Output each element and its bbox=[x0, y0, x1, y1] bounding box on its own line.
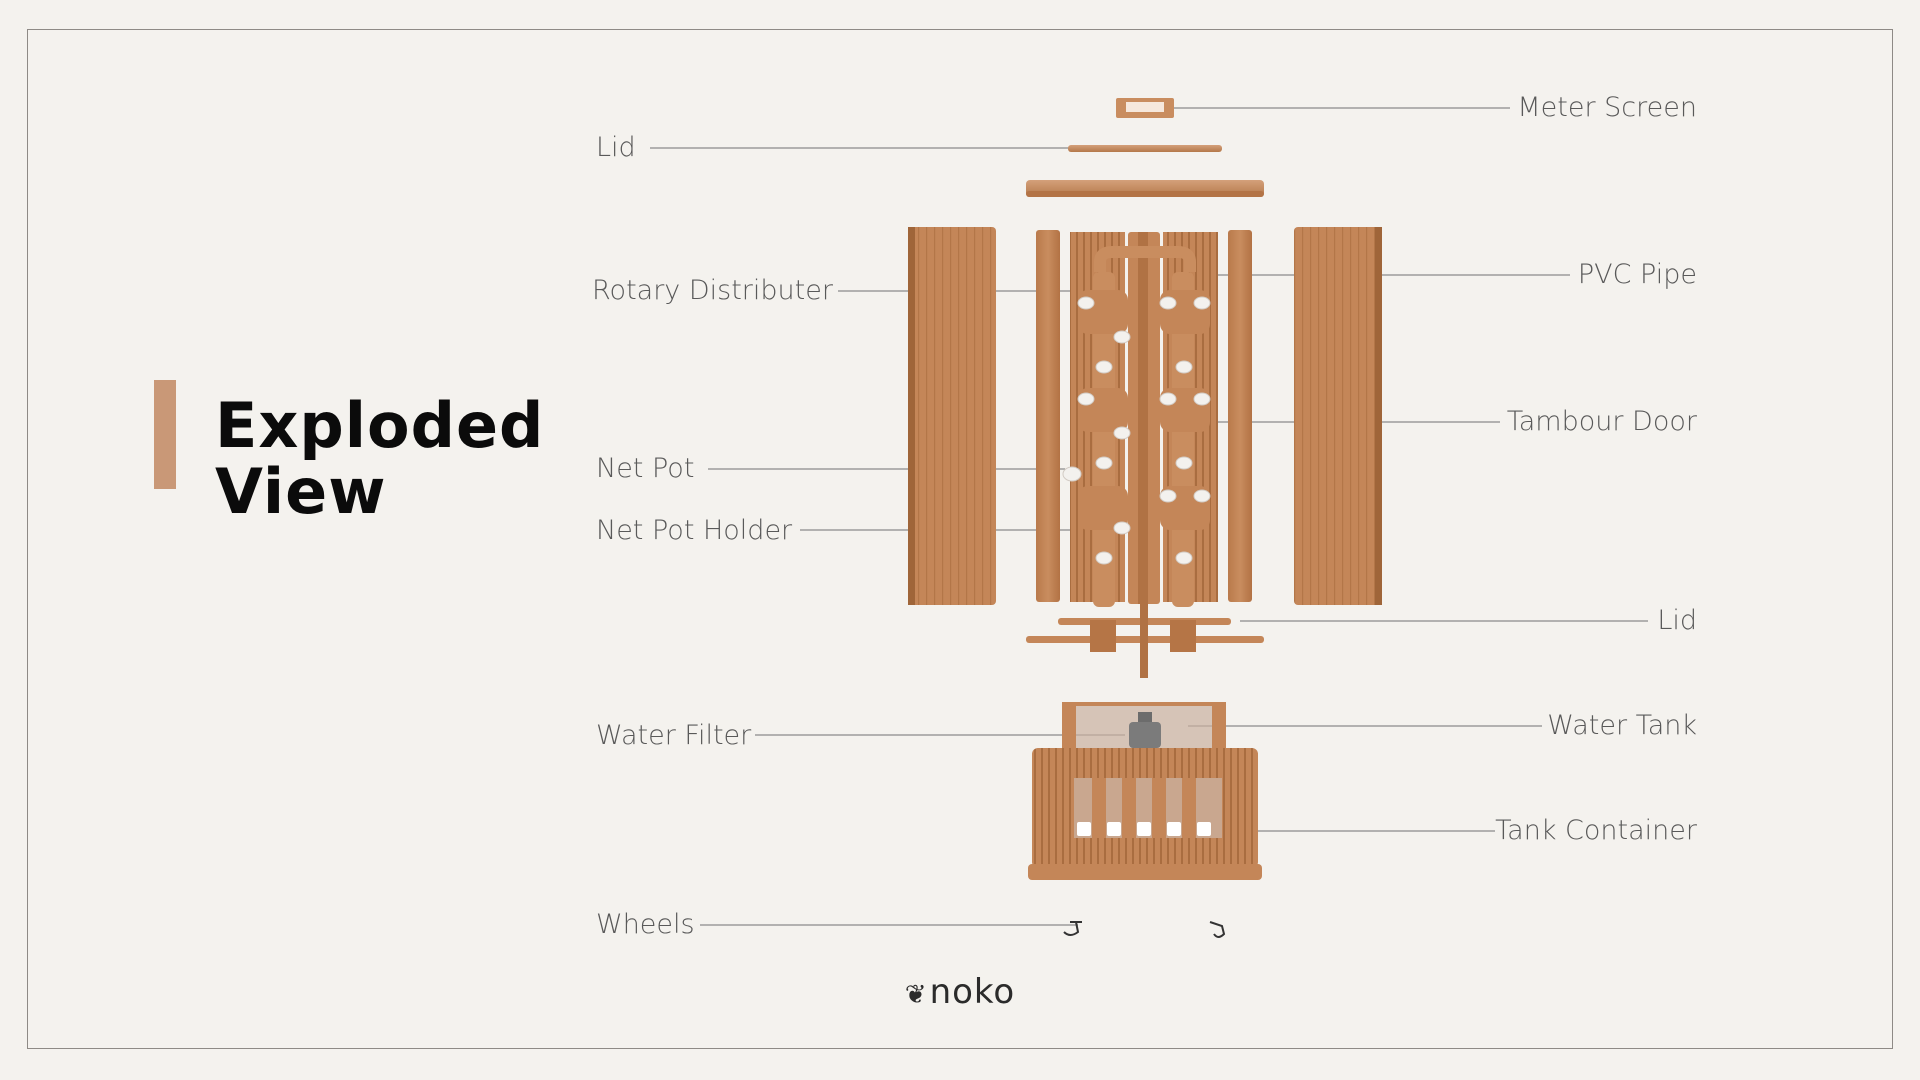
net-pot-17 bbox=[1193, 489, 1211, 503]
net-pot-15 bbox=[1175, 456, 1193, 470]
callout-net-pot-holder: Net Pot Holder bbox=[596, 515, 793, 546]
wheel-left bbox=[1063, 921, 1082, 936]
net-pot-16 bbox=[1159, 489, 1177, 503]
callout-meter-screen: Meter Screen bbox=[1517, 92, 1697, 123]
pvc-pipe-tower-left bbox=[1078, 272, 1128, 607]
net-pot-12 bbox=[1175, 360, 1193, 374]
tank-container-part bbox=[1028, 748, 1262, 880]
callout-lid-top: Lid bbox=[596, 132, 636, 163]
water-filter-part bbox=[1129, 712, 1161, 748]
callout-tank-container: Tank Container bbox=[1495, 815, 1697, 846]
net-pot-4 bbox=[1077, 392, 1095, 406]
lid-top-part bbox=[1026, 145, 1264, 197]
tambour-door-right bbox=[1294, 227, 1382, 605]
callout-water-filter: Water Filter bbox=[596, 720, 752, 751]
wheel-right bbox=[1209, 921, 1226, 938]
net-pot-18 bbox=[1175, 551, 1193, 565]
callout-water-tank: Water Tank bbox=[1547, 710, 1697, 741]
net-pot-13 bbox=[1159, 392, 1177, 406]
net-pot-14 bbox=[1193, 392, 1211, 406]
net-pots bbox=[1062, 296, 1211, 565]
net-pot-9 bbox=[1095, 551, 1113, 565]
wheels-part bbox=[1063, 921, 1226, 938]
callout-pvc-pipe: PVC Pipe bbox=[1577, 259, 1697, 290]
callout-wheels: Wheels bbox=[596, 909, 695, 940]
meter-screen-part bbox=[1116, 98, 1174, 118]
net-pot-8 bbox=[1113, 521, 1131, 535]
slide-frame bbox=[27, 29, 1893, 1049]
net-pot-5 bbox=[1113, 426, 1131, 440]
brand-name: noko bbox=[929, 972, 1016, 1012]
net-pot-1 bbox=[1077, 296, 1095, 310]
net-pot-6 bbox=[1095, 456, 1113, 470]
net-pot-7 bbox=[1062, 466, 1082, 482]
callout-rotary-distributer: Rotary Distributer bbox=[592, 275, 833, 306]
net-pot-10 bbox=[1159, 296, 1177, 310]
brand-logo: ❦noko bbox=[0, 972, 1920, 1012]
net-pot-2 bbox=[1113, 330, 1131, 344]
title-line-2: View bbox=[215, 455, 387, 528]
callout-lid-bottom: Lid bbox=[1657, 605, 1697, 636]
callout-net-pot: Net Pot bbox=[596, 453, 695, 484]
leaf-icon: ❦ bbox=[904, 980, 928, 1010]
page-title: Exploded View bbox=[215, 393, 544, 525]
title-line-1: Exploded bbox=[215, 389, 545, 462]
title-accent-bar bbox=[154, 380, 176, 489]
lid-bottom-part bbox=[1026, 600, 1264, 678]
callout-tambour-door: Tambour Door bbox=[1506, 406, 1697, 437]
net-pot-3 bbox=[1095, 360, 1113, 374]
net-pot-11 bbox=[1193, 296, 1211, 310]
rotary-distributer-part bbox=[1036, 230, 1252, 604]
tambour-door-left bbox=[908, 227, 996, 605]
